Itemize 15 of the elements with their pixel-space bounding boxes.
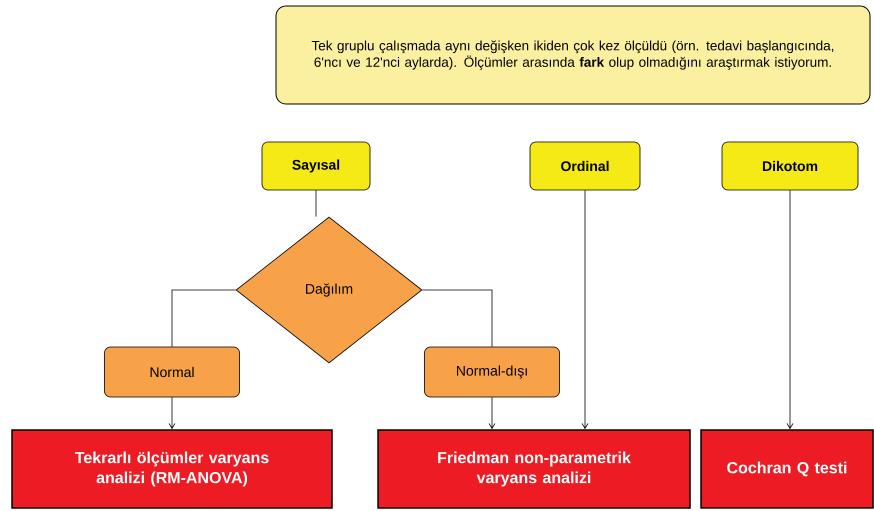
arrow [582, 190, 588, 430]
outcome-box: Normal-dışı [424, 346, 560, 398]
result-box: Friedman non-parametrik varyans analizi [377, 429, 691, 509]
connector-line [172, 290, 236, 347]
category-box: Dikotom [722, 142, 858, 190]
question-box: Tek gruplu çalışmada aynı değişken ikiden çok kez ölçüldü (örn. tedavi başlangıcında, 6'ncı ve 12'nci aylarda). Ölçümler arasında fark olup olmadığını araştırmak istiyorum. [276, 6, 871, 104]
result-box: Tekrarlı ölçümler varyans analizi (RM-ANOVA) [11, 429, 333, 509]
outcome-box: Normal [104, 346, 240, 398]
category-box: Ordinal [530, 142, 640, 190]
category-box: Sayısal [262, 142, 370, 190]
arrow [168, 397, 176, 430]
arrow [488, 397, 496, 430]
result-box: Cochran Q testi [700, 429, 874, 509]
arrow [786, 190, 794, 430]
connector-line [422, 290, 492, 347]
